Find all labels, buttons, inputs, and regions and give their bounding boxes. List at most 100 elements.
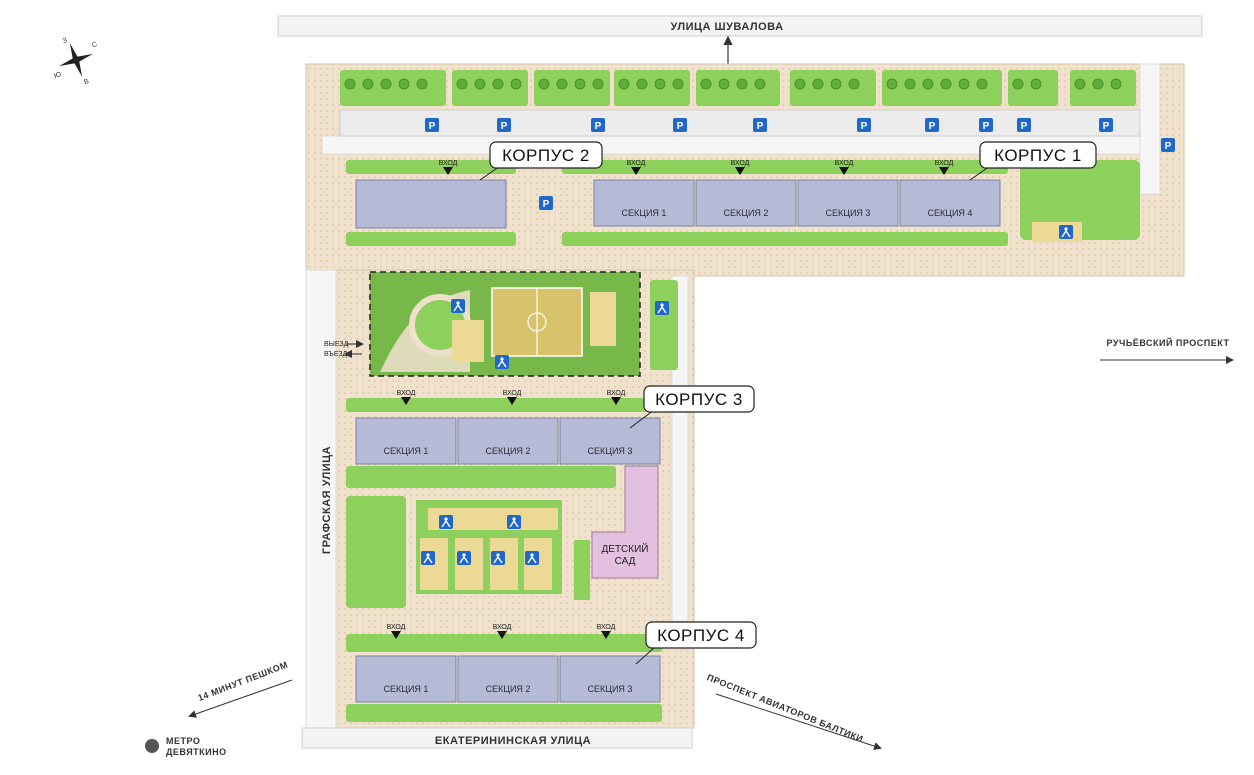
east-lawn bbox=[1020, 160, 1140, 240]
tree-icon bbox=[474, 78, 486, 90]
playground-icon bbox=[439, 515, 453, 529]
parking-icon: P bbox=[673, 118, 687, 132]
section-label: СЕКЦИЯ 3 bbox=[588, 446, 633, 456]
top-lawn bbox=[534, 70, 610, 106]
entry-label: ВЪЕЗД bbox=[324, 351, 348, 358]
exit-label: ВЫЕЗД bbox=[324, 341, 349, 348]
callout-label-k2: КОРПУС 2 bbox=[502, 146, 590, 165]
entrance-label: ВХОД bbox=[597, 624, 616, 631]
tree-icon bbox=[456, 78, 468, 90]
section-label: СЕКЦИЯ 4 bbox=[928, 208, 973, 218]
entrance-label: ВХОД bbox=[935, 160, 954, 167]
compass-w: З bbox=[62, 37, 68, 45]
tree-icon bbox=[398, 78, 410, 90]
tree-icon bbox=[830, 78, 842, 90]
inner-road-east bbox=[1139, 63, 1161, 195]
walk-arrow-icon bbox=[188, 679, 293, 718]
k4-front-lawn bbox=[346, 634, 662, 652]
svg-text:P: P bbox=[501, 121, 508, 132]
building-k2 bbox=[355, 179, 507, 229]
entrance-arrow-icon bbox=[735, 167, 745, 175]
kindergarten-label-line1: ДЕТСКИЙ bbox=[602, 542, 649, 555]
parking-icon: P bbox=[425, 118, 439, 132]
callout-label-k3: КОРПУС 3 bbox=[655, 390, 743, 409]
street-aviators-label: ПРОСПЕКТ АВИАТОРОВ БАЛТИКИ bbox=[706, 672, 865, 744]
courtyard-lawn-east bbox=[574, 540, 590, 600]
svg-text:P: P bbox=[929, 121, 936, 132]
parking-icon: P bbox=[497, 118, 511, 132]
kindergarten-building bbox=[591, 465, 659, 579]
compass-n: С bbox=[91, 41, 98, 49]
building-section bbox=[559, 655, 661, 703]
building-section bbox=[593, 179, 695, 227]
top-lawn bbox=[340, 70, 446, 106]
parking-strip bbox=[339, 109, 1141, 137]
metro-label-line1: МЕТРО bbox=[166, 736, 200, 746]
svg-text:P: P bbox=[543, 199, 550, 210]
entrance-label: ВХОД bbox=[835, 160, 854, 167]
top-lawn bbox=[614, 70, 690, 106]
building-section bbox=[899, 179, 1001, 227]
tree-icon bbox=[754, 78, 766, 90]
entrance-label: ВХОД bbox=[493, 624, 512, 631]
entrance-label: ВХОД bbox=[627, 160, 646, 167]
top-lawn bbox=[452, 70, 528, 106]
entrance-label: ВХОД bbox=[731, 160, 750, 167]
building-section bbox=[797, 179, 899, 227]
street-ruchyevsky-label: РУЧЬЁВСКИЙ ПРОСПЕКТ bbox=[1107, 337, 1230, 348]
tree-icon bbox=[618, 78, 630, 90]
street-ekaterininskaya-label: ЕКАТЕРИНИНСКАЯ УЛИЦА bbox=[435, 735, 591, 747]
walk-time-label: 14 МИНУТ ПЕШКОМ bbox=[197, 659, 290, 703]
svg-text:P: P bbox=[1021, 121, 1028, 132]
entrance-label: ВХОД bbox=[387, 624, 406, 631]
tree-icon bbox=[1110, 78, 1122, 90]
tree-icon bbox=[700, 78, 712, 90]
callout-label-k1: КОРПУС 1 bbox=[994, 146, 1082, 165]
callout-k2: КОРПУС 2 bbox=[479, 141, 603, 181]
kindergarten-label-line2: САД bbox=[615, 556, 636, 567]
tree-icon bbox=[958, 78, 970, 90]
tree-icon bbox=[492, 78, 504, 90]
callout-k3: КОРПУС 3 bbox=[629, 385, 755, 429]
callout-k1: КОРПУС 1 bbox=[969, 141, 1097, 181]
entrance-arrow-icon bbox=[839, 167, 849, 175]
svg-text:P: P bbox=[983, 121, 990, 132]
playground-icon bbox=[495, 355, 509, 369]
svg-text:P: P bbox=[1165, 141, 1172, 152]
callout-k4: КОРПУС 4 bbox=[635, 621, 757, 665]
section-label: СЕКЦИЯ 1 bbox=[384, 446, 429, 456]
tree-icon bbox=[672, 78, 684, 90]
entrance-arrow-icon bbox=[611, 397, 621, 405]
section-label: СЕКЦИЯ 3 bbox=[826, 208, 871, 218]
svg-text:P: P bbox=[429, 121, 436, 132]
tree-icon bbox=[886, 78, 898, 90]
entrance-label: ВХОД bbox=[397, 390, 416, 397]
k3-back-lawn bbox=[346, 466, 616, 488]
tree-icon bbox=[362, 78, 374, 90]
parking-icon: P bbox=[753, 118, 767, 132]
road-graphskaya bbox=[301, 727, 693, 749]
tree-icon bbox=[940, 78, 952, 90]
metro-label-line2: ДЕВЯТКИНО bbox=[166, 747, 227, 757]
playground-icon bbox=[491, 551, 505, 565]
tree-icon bbox=[922, 78, 934, 90]
parking-icon: P bbox=[539, 196, 553, 210]
court-center-circle bbox=[527, 312, 547, 332]
section-label: СЕКЦИЯ 2 bbox=[486, 446, 531, 456]
tree-icon bbox=[574, 78, 586, 90]
section-label: СЕКЦИЯ 1 bbox=[622, 208, 667, 218]
section-label: СЕКЦИЯ 2 bbox=[486, 684, 531, 694]
street-shuvalova-label: УЛИЦА ШУВАЛОВА bbox=[670, 21, 783, 33]
tree-icon bbox=[380, 78, 392, 90]
building-section bbox=[355, 417, 457, 465]
building-section bbox=[457, 655, 559, 703]
compass-e: В bbox=[83, 78, 90, 86]
street-shuvalova-road bbox=[277, 15, 1203, 37]
section-label: СЕКЦИЯ 3 bbox=[588, 684, 633, 694]
metro-icon bbox=[145, 739, 159, 753]
tree-icon bbox=[1030, 78, 1042, 90]
playground-icon bbox=[457, 551, 471, 565]
tree-icon bbox=[736, 78, 748, 90]
inner-road-west bbox=[305, 269, 337, 729]
tree-icon bbox=[976, 78, 988, 90]
